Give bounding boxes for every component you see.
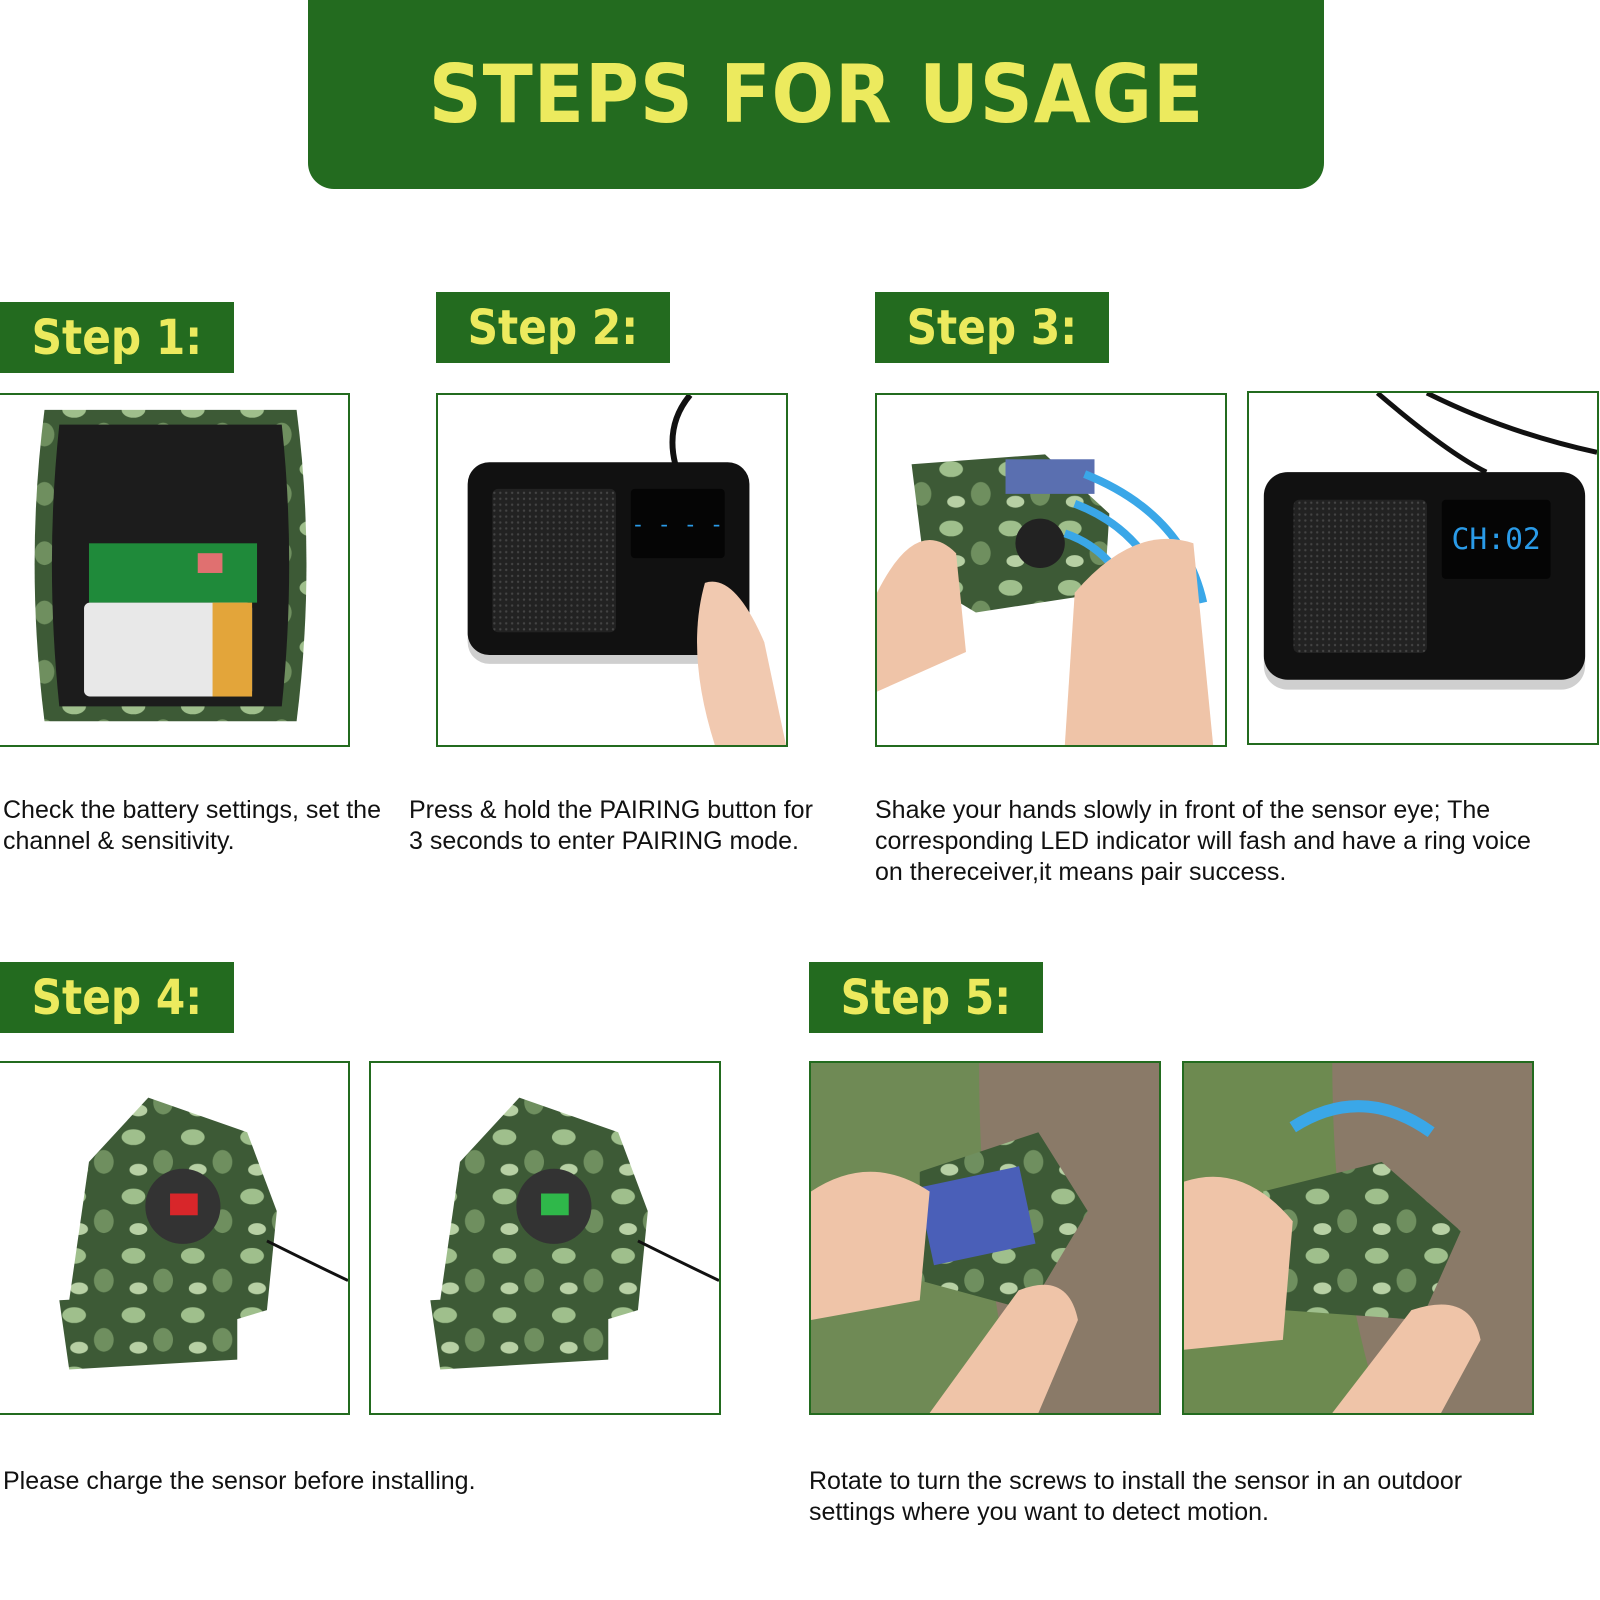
step-3-label-text: Step 3: [906,299,1078,356]
step-2-label: Step 2: [436,292,670,363]
page-title: STEPS FOR USAGE [428,48,1204,141]
step-2-description: Press & hold the PAIRING button for 3 se… [409,796,813,855]
title-banner: STEPS FOR USAGE [308,0,1324,189]
step-2-photo-receiver: - - - - [436,393,788,747]
step-5-label-text: Step 5: [840,969,1012,1026]
step-3-photo-hand-wave [875,393,1227,747]
step-3-label: Step 3: [875,292,1109,363]
step-1-label-text: Step 1: [31,309,203,366]
step-5-photo-screw-install [809,1061,1161,1415]
step-1-photo-open-sensor [0,393,350,747]
receiver-display-paired: CH:02 [1452,521,1541,556]
step-5-photo-rotate-install [1182,1061,1534,1415]
step-2-label-text: Step 2: [467,299,639,356]
step-4-label: Step 4: [0,962,234,1033]
step-1-description: Check the battery settings, set the chan… [3,796,381,855]
step-3-photo-receiver-paired: CH:02 [1247,391,1599,745]
step-4-label-text: Step 4: [31,969,203,1026]
step-5-label: Step 5: [809,962,1043,1033]
step-5-description: Rotate to turn the screws to install the… [809,1467,1463,1526]
step-1-label: Step 1: [0,302,234,373]
step-4-description: Please charge the sensor before installi… [3,1467,476,1495]
receiver-display: - - - - [631,512,723,537]
step-3-description: Shake your hands slowly in front of the … [875,796,1531,886]
step-4-photo-sensor-green [369,1061,721,1415]
step-4-photo-sensor-red [0,1061,350,1415]
